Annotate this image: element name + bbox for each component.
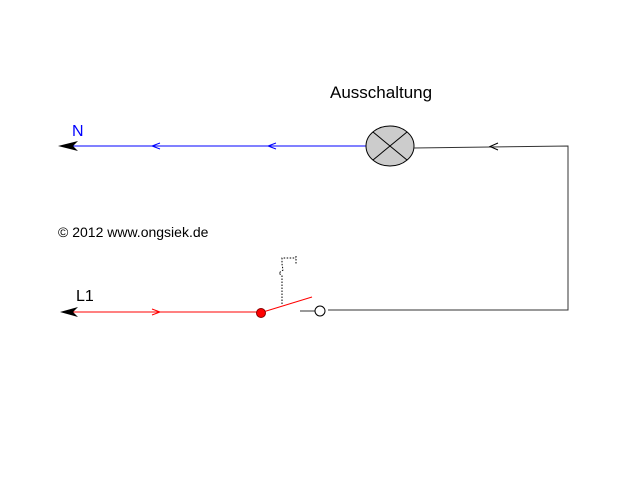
switch-lever	[262, 296, 313, 313]
return-flow-arrow-icon	[488, 142, 499, 151]
neutral-flow-arrow-icon	[150, 142, 161, 150]
phase-arrowhead-icon	[60, 307, 78, 317]
phase-label: L1	[76, 288, 94, 305]
lamp-icon	[365, 125, 415, 167]
neutral-arrowhead-icon	[58, 141, 78, 151]
neutral-flow-arrow-icon	[266, 142, 277, 150]
return-wire	[328, 145, 569, 311]
phase-flow-arrow-icon	[151, 308, 162, 316]
switch-contact-icon	[314, 305, 326, 317]
diagram-title: Ausschaltung	[330, 83, 432, 102]
copyright-text: © 2012 www.ongsiek.de	[58, 224, 209, 240]
switch-actuator-icon	[278, 257, 296, 304]
switch-pivot-icon	[256, 308, 266, 318]
neutral-label: N	[72, 123, 84, 140]
